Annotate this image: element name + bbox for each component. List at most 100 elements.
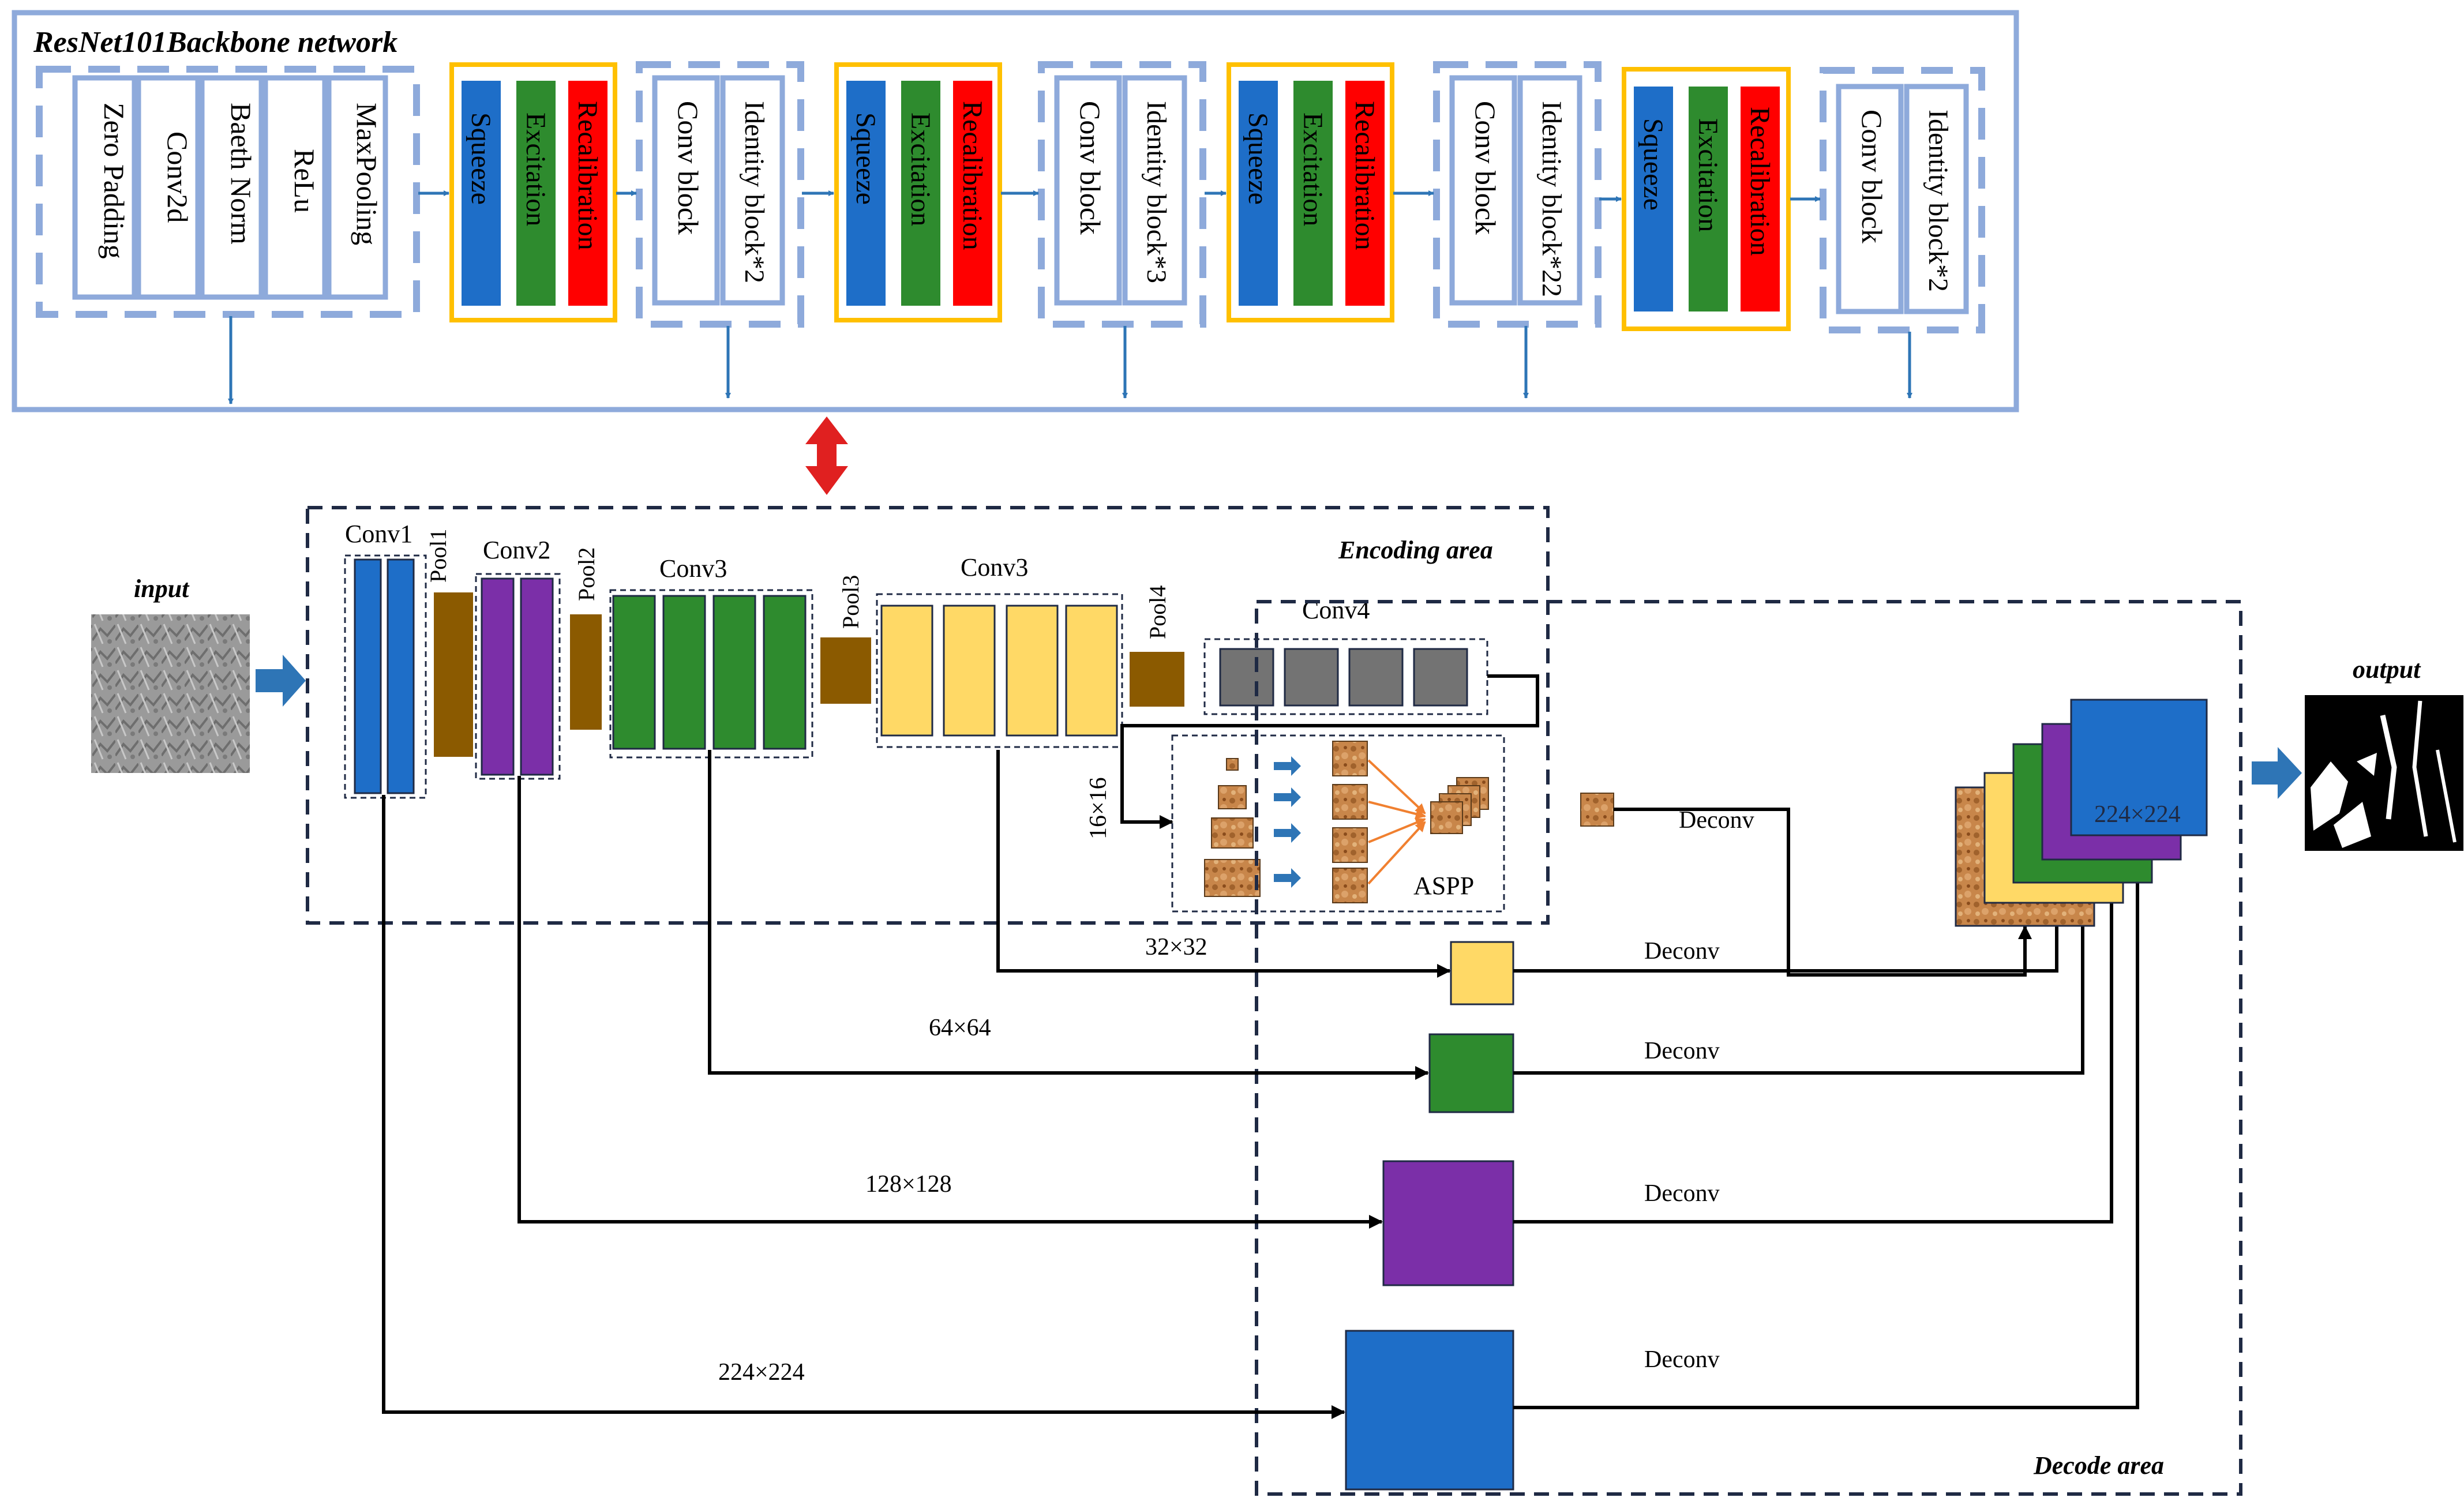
- squeeze-bar: [846, 81, 886, 306]
- deconv-label-aspp: Deconv: [1679, 807, 1754, 834]
- input-image: [91, 614, 250, 773]
- aspp-feature-patch: [1332, 827, 1368, 863]
- conv3a-bar: [712, 595, 756, 750]
- pool4-label: Pool4: [1145, 586, 1171, 639]
- backbone-down-arrows: [228, 316, 1912, 404]
- aspp-out-feature: [1580, 793, 1614, 827]
- conv3b-dashed-frame: [876, 593, 1123, 748]
- conv3b-bar: [880, 605, 933, 737]
- stem-label-maxpooling: MaxPooling: [351, 103, 383, 245]
- recalibration-bar: [1345, 81, 1385, 306]
- squeeze-label: Squeeze: [466, 112, 496, 205]
- pool2-label: Pool2: [573, 547, 599, 601]
- conv1-bar: [387, 558, 415, 794]
- aspp-input-patch: [1204, 859, 1261, 897]
- conv4-bar: [1219, 648, 1274, 707]
- encoding-area: Encoding area input Conv1 Pool1 Conv2 Po…: [91, 506, 1550, 925]
- aspp-input-patch: [1226, 758, 1239, 771]
- bidirectional-arrow: [805, 416, 848, 495]
- conv3a-bar: [662, 595, 706, 750]
- conv2-label: Conv2: [483, 536, 550, 564]
- pool4-bar: [1130, 652, 1184, 707]
- se-frame: [1227, 62, 1394, 322]
- excitation-bar: [901, 81, 940, 306]
- size-64-label: 64×64: [929, 1015, 991, 1041]
- squeeze-label: Squeeze: [1243, 112, 1273, 205]
- se-block-3: Squeeze Excitation Recalibration: [1227, 62, 1394, 322]
- se-frame: [1622, 67, 1791, 331]
- conv4-bar: [1284, 648, 1339, 707]
- deconv-connector-64: [1513, 882, 2090, 1075]
- res-stage-dashed-frame: [1038, 61, 1206, 328]
- identity-block-box: [720, 75, 785, 306]
- stem-label-batch-norm: Baeth Norm: [225, 103, 257, 245]
- green-feature-64: [1428, 1033, 1514, 1113]
- aspp-label: ASPP: [1413, 872, 1474, 900]
- deconv-connector-128: [1513, 870, 2118, 1223]
- deconv-label-224: Deconv: [1644, 1346, 1720, 1373]
- skip-connector-224: [382, 795, 1345, 1419]
- deconv-label-128: Deconv: [1644, 1180, 1720, 1207]
- pool1-bar: [434, 592, 473, 757]
- identity-block-box: [1904, 84, 1969, 314]
- excitation-label: Excitation: [520, 112, 551, 226]
- conv3b-bar: [1065, 605, 1118, 737]
- squeeze-bar: [1239, 81, 1278, 306]
- res-stage-dashed-frame: [636, 61, 804, 328]
- conv4-to-aspp-connector: [1120, 674, 1539, 829]
- se-frame: [834, 62, 1002, 322]
- identity-block-label: Identity block*2: [1923, 110, 1953, 292]
- res-stage-3: Conv block Identity block*22: [1433, 61, 1602, 328]
- res-stage-dashed-frame: [1820, 67, 1985, 333]
- excitation-label: Excitation: [1297, 112, 1328, 226]
- conv-block-label: Conv block: [1074, 101, 1107, 235]
- conv-block-box: [652, 75, 720, 306]
- res-stage-4: Conv block Identity block*2: [1820, 67, 1985, 333]
- se-block-4: Squeeze Excitation Recalibration: [1622, 67, 1791, 331]
- identity-block-label: Identity block*22: [1536, 101, 1567, 297]
- size-32-label: 32×32: [1145, 934, 1207, 960]
- conv3b-bar: [943, 605, 996, 737]
- decode-area-frame: [1255, 600, 2242, 1496]
- recalibration-label: Recalibration: [957, 101, 988, 250]
- identity-block-label: Identity block*3: [1141, 101, 1172, 283]
- fused-feature-stack: 224×224: [1955, 699, 2208, 927]
- aspp-feature-patch: [1332, 868, 1368, 903]
- conv3a-bar: [763, 595, 807, 750]
- conv3b-bar: [1006, 605, 1059, 737]
- blue-arrow: [1274, 756, 1301, 776]
- output-label: output: [2353, 655, 2421, 684]
- skip-connector-64: [708, 750, 1429, 1080]
- skip-connector-32: [996, 750, 1451, 978]
- deconv-label-64: Deconv: [1644, 1038, 1720, 1064]
- input-arrow: [256, 655, 306, 707]
- conv4-bar: [1413, 648, 1468, 707]
- output-arrow: [2252, 747, 2302, 799]
- conv2-dashed-frame: [475, 573, 561, 780]
- size-128-label: 128×128: [865, 1171, 952, 1198]
- backbone-panel: ResNet101Backbone network Zero Padding C…: [12, 10, 2019, 412]
- res-stage-1: Conv block Identity block*2: [636, 61, 804, 328]
- fusion-arrows: [1367, 759, 1426, 885]
- backbone-flow-arrows: [418, 190, 1821, 202]
- input-label: input: [134, 575, 190, 603]
- stem-label-zero-padding: Zero Padding: [98, 103, 130, 259]
- stem-label-conv2d: Conv2d: [162, 132, 194, 223]
- squeeze-label: Squeeze: [850, 112, 881, 205]
- conv-block-label: Conv block: [672, 101, 704, 235]
- stem-box-batch-norm: [199, 75, 264, 300]
- conv4-dashed-frame: [1203, 638, 1488, 715]
- deconv-connector-224: [1513, 847, 2144, 1409]
- conv2-bar: [481, 577, 515, 776]
- output-mask-image: [2305, 695, 2463, 851]
- aspp-output-stack: [1430, 801, 1463, 834]
- se-frame: [449, 62, 617, 322]
- aspp-feature-patch: [1332, 741, 1368, 776]
- stack-size-label: 224×224: [2094, 801, 2181, 828]
- aspp-module: ASPP: [1171, 734, 1505, 913]
- conv-block-box: [1449, 75, 1517, 306]
- blue-arrow: [1274, 787, 1301, 807]
- aspp-input-patch: [1211, 817, 1254, 849]
- stem-label-relu: ReLu: [288, 149, 321, 213]
- conv-block-label: Conv block: [1469, 101, 1502, 235]
